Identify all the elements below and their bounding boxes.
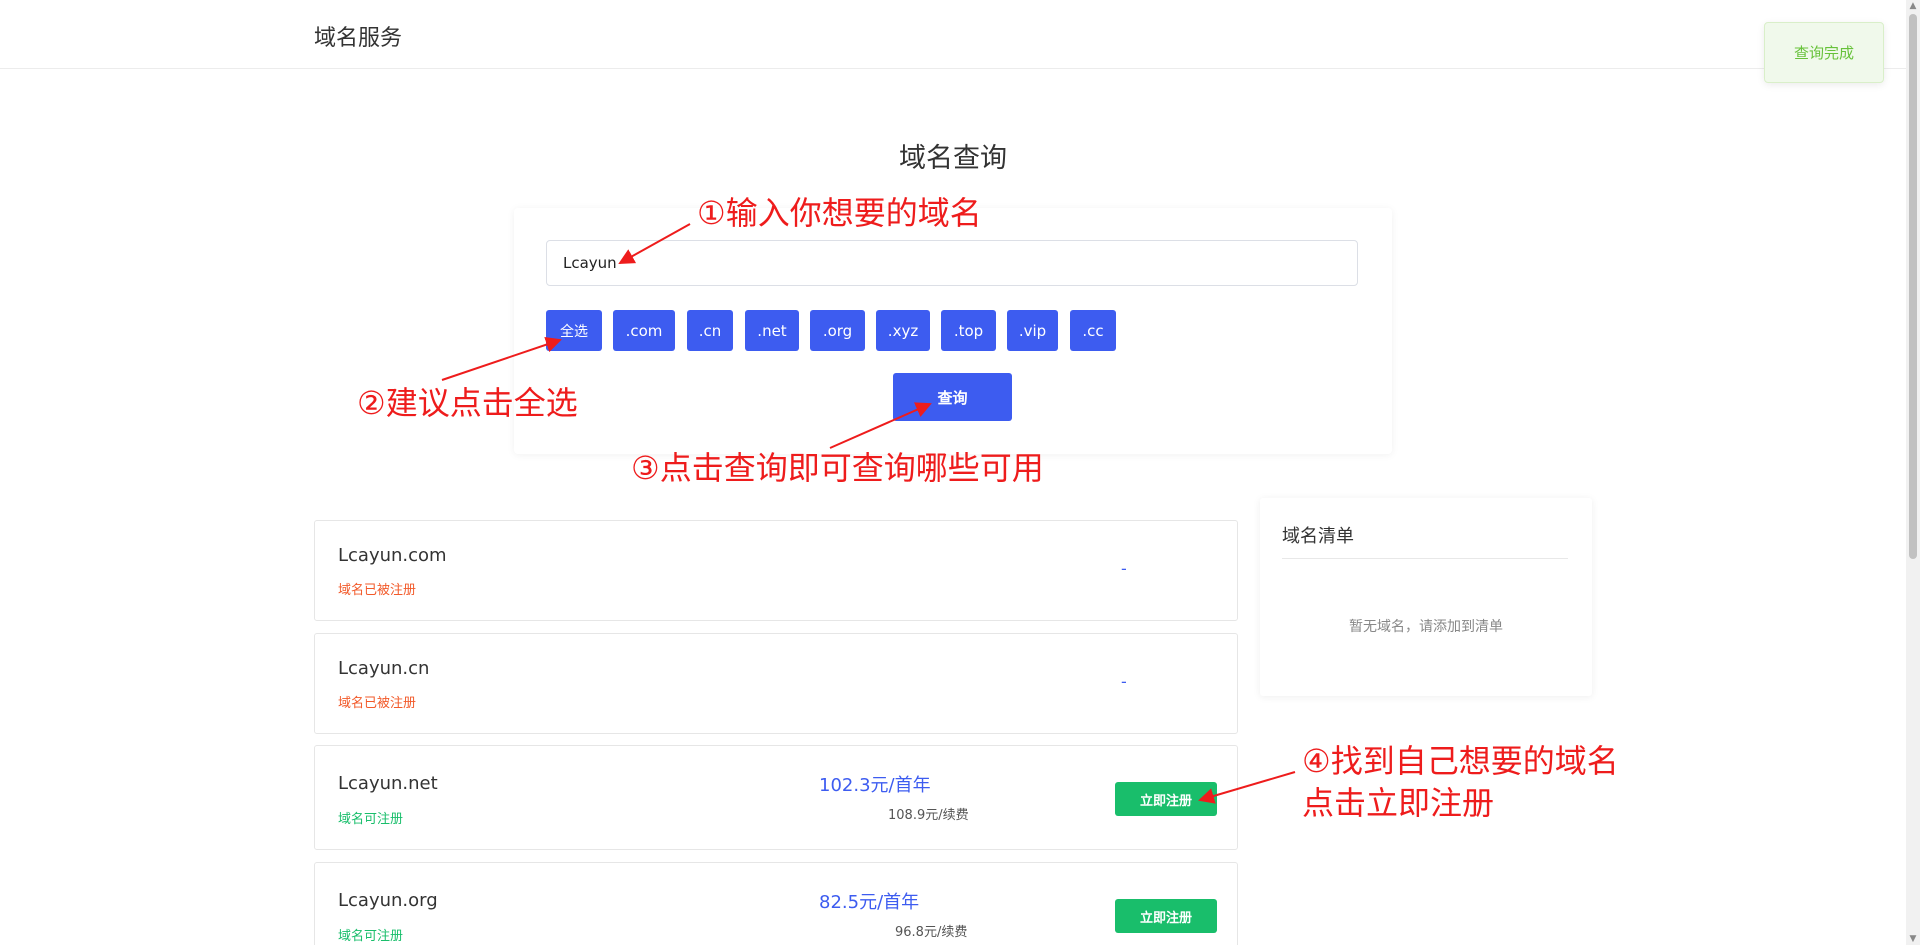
annotation-step-1: ①输入你想要的域名 bbox=[697, 194, 982, 232]
price-renewal: 96.8元/续费 bbox=[895, 925, 968, 940]
scroll-down-icon[interactable]: ▼ bbox=[1909, 934, 1917, 944]
domain-list-title: 域名清单 bbox=[1282, 526, 1354, 547]
result-item: Lcayun.com 域名已被注册 - bbox=[314, 520, 1238, 621]
query-button[interactable]: 查询 bbox=[893, 373, 1012, 421]
annotation-step-3: ③点击查询即可查询哪些可用 bbox=[631, 449, 1044, 487]
result-status: 域名已被注册 bbox=[338, 583, 417, 598]
register-button[interactable]: 立即注册 bbox=[1115, 899, 1217, 933]
scroll-thumb[interactable] bbox=[1909, 14, 1917, 559]
price-renewal: 108.9元/续费 bbox=[888, 808, 969, 823]
toast-message: 查询完成 bbox=[1793, 44, 1854, 62]
price-first-year: 82.5元/首年 bbox=[819, 892, 920, 913]
result-placeholder: - bbox=[1121, 672, 1127, 691]
result-domain-name: Lcayun.cn bbox=[338, 658, 430, 679]
divider bbox=[1282, 558, 1568, 559]
result-domain-name: Lcayun.com bbox=[338, 545, 447, 566]
result-domain-name: Lcayun.org bbox=[338, 890, 438, 911]
page-title: 域名查询 bbox=[899, 143, 1007, 174]
annotation-step-4: ④找到自己想要的域名 bbox=[1302, 742, 1619, 780]
domain-list-empty-text: 暂无域名，请添加到清单 bbox=[1349, 619, 1503, 635]
success-toast: 查询完成 bbox=[1764, 22, 1884, 83]
tld-top-button[interactable]: .top bbox=[941, 310, 996, 351]
result-item: Lcayun.org 域名可注册 82.5元/首年 96.8元/续费 立即注册 bbox=[314, 862, 1238, 945]
top-bar: 域名服务 bbox=[0, 0, 1906, 69]
price-first-year: 102.3元/首年 bbox=[819, 775, 931, 796]
domain-search-input[interactable] bbox=[546, 240, 1358, 286]
annotation-step-2: ②建议点击全选 bbox=[357, 384, 578, 422]
register-button[interactable]: 立即注册 bbox=[1115, 782, 1217, 816]
vertical-scrollbar[interactable]: ▲ ▼ bbox=[1906, 0, 1920, 945]
brand-title[interactable]: 域名服务 bbox=[314, 26, 403, 51]
tld-net-button[interactable]: .net bbox=[745, 310, 799, 351]
scroll-up-icon[interactable]: ▲ bbox=[1909, 1, 1917, 11]
tld-cc-button[interactable]: .cc bbox=[1070, 310, 1116, 351]
tld-xyz-button[interactable]: .xyz bbox=[876, 310, 930, 351]
result-item: Lcayun.net 域名可注册 102.3元/首年 108.9元/续费 立即注… bbox=[314, 745, 1238, 850]
tld-org-button[interactable]: .org bbox=[810, 310, 865, 351]
tld-com-button[interactable]: .com bbox=[613, 310, 675, 351]
result-status: 域名已被注册 bbox=[338, 696, 417, 711]
tld-cn-button[interactable]: .cn bbox=[687, 310, 733, 351]
annotation-step-4-line-2: 点击立即注册 bbox=[1302, 784, 1495, 822]
tld-select-all-button[interactable]: 全选 bbox=[546, 310, 602, 351]
result-status: 域名可注册 bbox=[338, 812, 404, 827]
result-domain-name: Lcayun.net bbox=[338, 773, 438, 794]
domain-list-card: 域名清单 暂无域名，请添加到清单 bbox=[1260, 498, 1592, 696]
result-status: 域名可注册 bbox=[338, 929, 404, 944]
tld-vip-button[interactable]: .vip bbox=[1007, 310, 1058, 351]
result-placeholder: - bbox=[1121, 559, 1127, 578]
result-item: Lcayun.cn 域名已被注册 - bbox=[314, 633, 1238, 734]
